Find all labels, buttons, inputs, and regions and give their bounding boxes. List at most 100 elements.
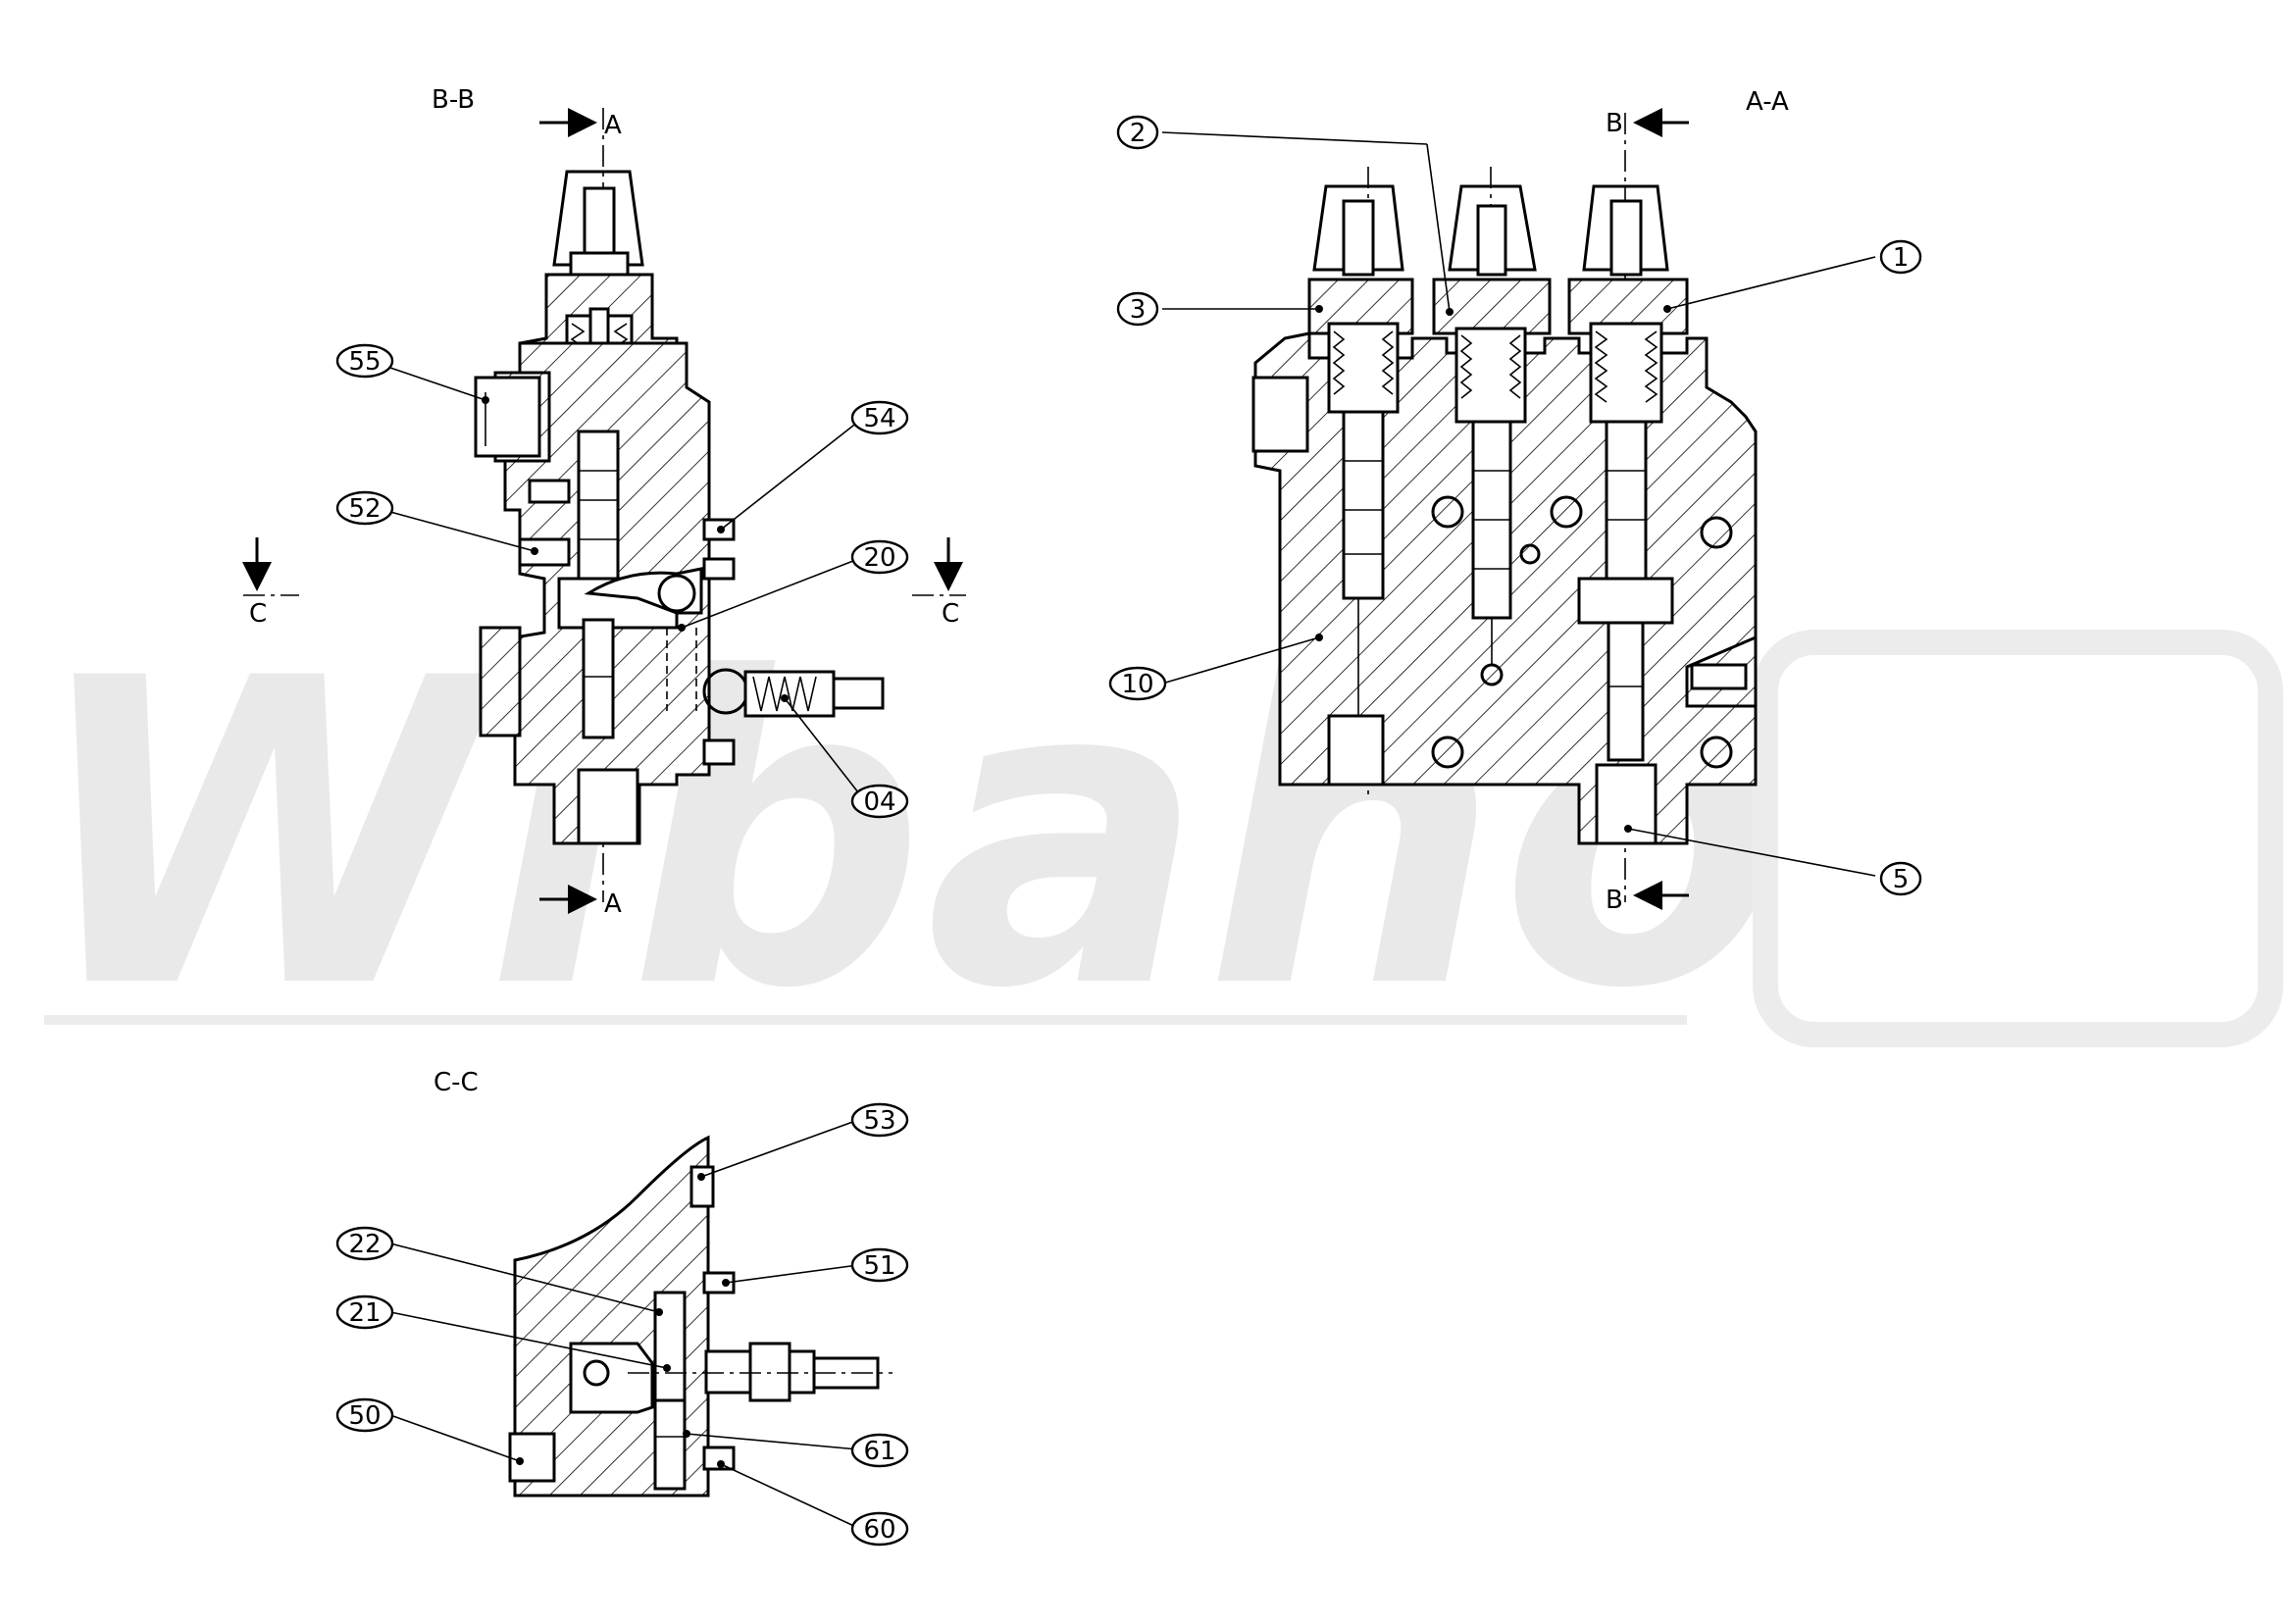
section-bb: B-B A A C C bbox=[242, 85, 966, 919]
aa-valve2-cap bbox=[1432, 278, 1552, 335]
section-aa: A-A B B bbox=[1251, 87, 1789, 915]
balloon-21-label: 21 bbox=[348, 1298, 381, 1328]
bb-plug-right-3 bbox=[702, 738, 736, 766]
aa-valve1-spring-coils bbox=[1594, 330, 1658, 403]
leader-1 bbox=[1663, 256, 1876, 313]
aa-valve2-knob-outline bbox=[1448, 184, 1537, 272]
bb-plunger-04-housing bbox=[743, 670, 836, 718]
balloon-2: 2 bbox=[1116, 115, 1159, 150]
aa-left-fitting bbox=[1251, 376, 1309, 453]
section-bb-title: B-B bbox=[432, 85, 475, 115]
cc-plug-50 bbox=[508, 1432, 556, 1483]
bb-cut-label-left: C bbox=[249, 599, 267, 629]
balloon-10-label: 10 bbox=[1121, 670, 1153, 699]
bb-plunger-04-tip bbox=[832, 677, 885, 710]
bb-knob-outline bbox=[552, 170, 644, 267]
bb-plunger-04-spring bbox=[752, 676, 817, 712]
balloon-50-label: 50 bbox=[348, 1401, 381, 1431]
aa-bolt-hole-6 bbox=[1519, 543, 1541, 565]
bb-cut-label-top: A bbox=[604, 111, 622, 140]
leader-60 bbox=[717, 1460, 859, 1529]
leader-53 bbox=[697, 1119, 859, 1181]
balloon-2-label: 2 bbox=[1130, 119, 1147, 148]
bb-port-55-fitting bbox=[474, 376, 541, 458]
aa-bolt-hole-3 bbox=[1700, 516, 1733, 549]
leader-lines bbox=[389, 131, 1876, 1529]
balloon-60-label: 60 bbox=[863, 1515, 895, 1545]
balloon-60: 60 bbox=[850, 1511, 909, 1547]
leader-52 bbox=[389, 511, 538, 555]
aa-valve3-stem bbox=[1342, 199, 1375, 277]
watermark-logo-box bbox=[1753, 630, 2283, 1047]
balloon-51-label: 51 bbox=[863, 1251, 895, 1281]
aa-valve3-spring-coils bbox=[1332, 330, 1395, 395]
balloon-3: 3 bbox=[1116, 291, 1159, 327]
leader-55 bbox=[389, 367, 489, 404]
balloon-20-label: 20 bbox=[863, 543, 895, 573]
aa-valve1-cap bbox=[1567, 278, 1689, 335]
aa-valve1-stem bbox=[1609, 199, 1643, 277]
aa-bolt-hole-4 bbox=[1431, 736, 1464, 769]
cc-cavity bbox=[569, 1342, 654, 1414]
cc-plug-53 bbox=[689, 1165, 715, 1208]
balloon-5: 5 bbox=[1879, 861, 1922, 896]
aa-cut-label-bottom: B bbox=[1606, 886, 1623, 915]
bb-plug-52 bbox=[518, 537, 571, 567]
bb-plug-right-2 bbox=[702, 557, 736, 581]
section-cc-title: C-C bbox=[434, 1068, 479, 1097]
leader-54 bbox=[717, 421, 859, 533]
cc-plug-51 bbox=[702, 1271, 736, 1294]
balloon-10: 10 bbox=[1108, 666, 1167, 701]
balloon-51: 51 bbox=[850, 1247, 909, 1283]
balloon-50: 50 bbox=[335, 1397, 394, 1433]
aa-cut-label-top: B bbox=[1606, 109, 1623, 138]
aa-bolt-holes bbox=[1431, 495, 1733, 769]
balloon-04-label: 04 bbox=[863, 787, 895, 817]
leader-50 bbox=[389, 1414, 524, 1465]
section-aa-title: A-A bbox=[1746, 87, 1789, 117]
aa-valve2-stem bbox=[1476, 204, 1507, 277]
aa-bolt-hole-5 bbox=[1700, 736, 1733, 769]
aa-valve2-spring-coils bbox=[1459, 334, 1522, 399]
bb-plug-upper bbox=[528, 479, 571, 504]
bb-cut-label-right: C bbox=[942, 599, 959, 629]
cc-shaft-collar bbox=[748, 1342, 791, 1402]
bb-bottom-port bbox=[577, 768, 639, 845]
balloon-22-label: 22 bbox=[348, 1230, 381, 1259]
leader-2b bbox=[1426, 143, 1454, 316]
balloon-1: 1 bbox=[1879, 239, 1922, 275]
aa-valve1-yoke bbox=[1577, 577, 1674, 625]
leader-61 bbox=[683, 1430, 859, 1450]
leader-22 bbox=[389, 1243, 663, 1316]
cc-vertical-pin bbox=[653, 1291, 687, 1402]
leader-2 bbox=[1161, 131, 1428, 145]
bb-cut-label-bottom: A bbox=[604, 889, 622, 919]
watermark: Wibaho bbox=[29, 590, 2283, 1081]
balloon-1-label: 1 bbox=[1893, 243, 1910, 273]
balloon-61: 61 bbox=[850, 1433, 909, 1468]
aa-valve1-lower-spool bbox=[1607, 621, 1645, 762]
bb-left-flange bbox=[479, 626, 522, 737]
leader-21 bbox=[389, 1311, 671, 1372]
balloon-21: 21 bbox=[335, 1294, 394, 1330]
balloon-5-label: 5 bbox=[1893, 865, 1910, 894]
leader-51 bbox=[722, 1264, 859, 1287]
aa-valve3-lower-bore bbox=[1327, 714, 1385, 787]
balloon-20: 20 bbox=[850, 539, 909, 575]
leader-5 bbox=[1624, 825, 1876, 877]
aa-valve1-spring bbox=[1589, 322, 1663, 424]
balloon-54: 54 bbox=[850, 400, 909, 435]
leader-20 bbox=[678, 558, 859, 632]
aa-right-plug bbox=[1690, 663, 1748, 690]
leader-04 bbox=[781, 694, 859, 793]
aa-valve3-spool bbox=[1342, 410, 1385, 600]
balloon-53: 53 bbox=[850, 1102, 909, 1138]
balloon-55: 55 bbox=[335, 343, 394, 379]
cc-plug-60 bbox=[702, 1446, 736, 1471]
leader-10 bbox=[1161, 634, 1323, 685]
balloon-55-label: 55 bbox=[348, 347, 381, 377]
aa-valve1-knob-outline bbox=[1582, 184, 1669, 272]
bb-lever bbox=[584, 567, 703, 615]
balloons: 55 52 54 20 04 2 3 1 10 5 53 22 51 21 50… bbox=[335, 115, 1922, 1547]
